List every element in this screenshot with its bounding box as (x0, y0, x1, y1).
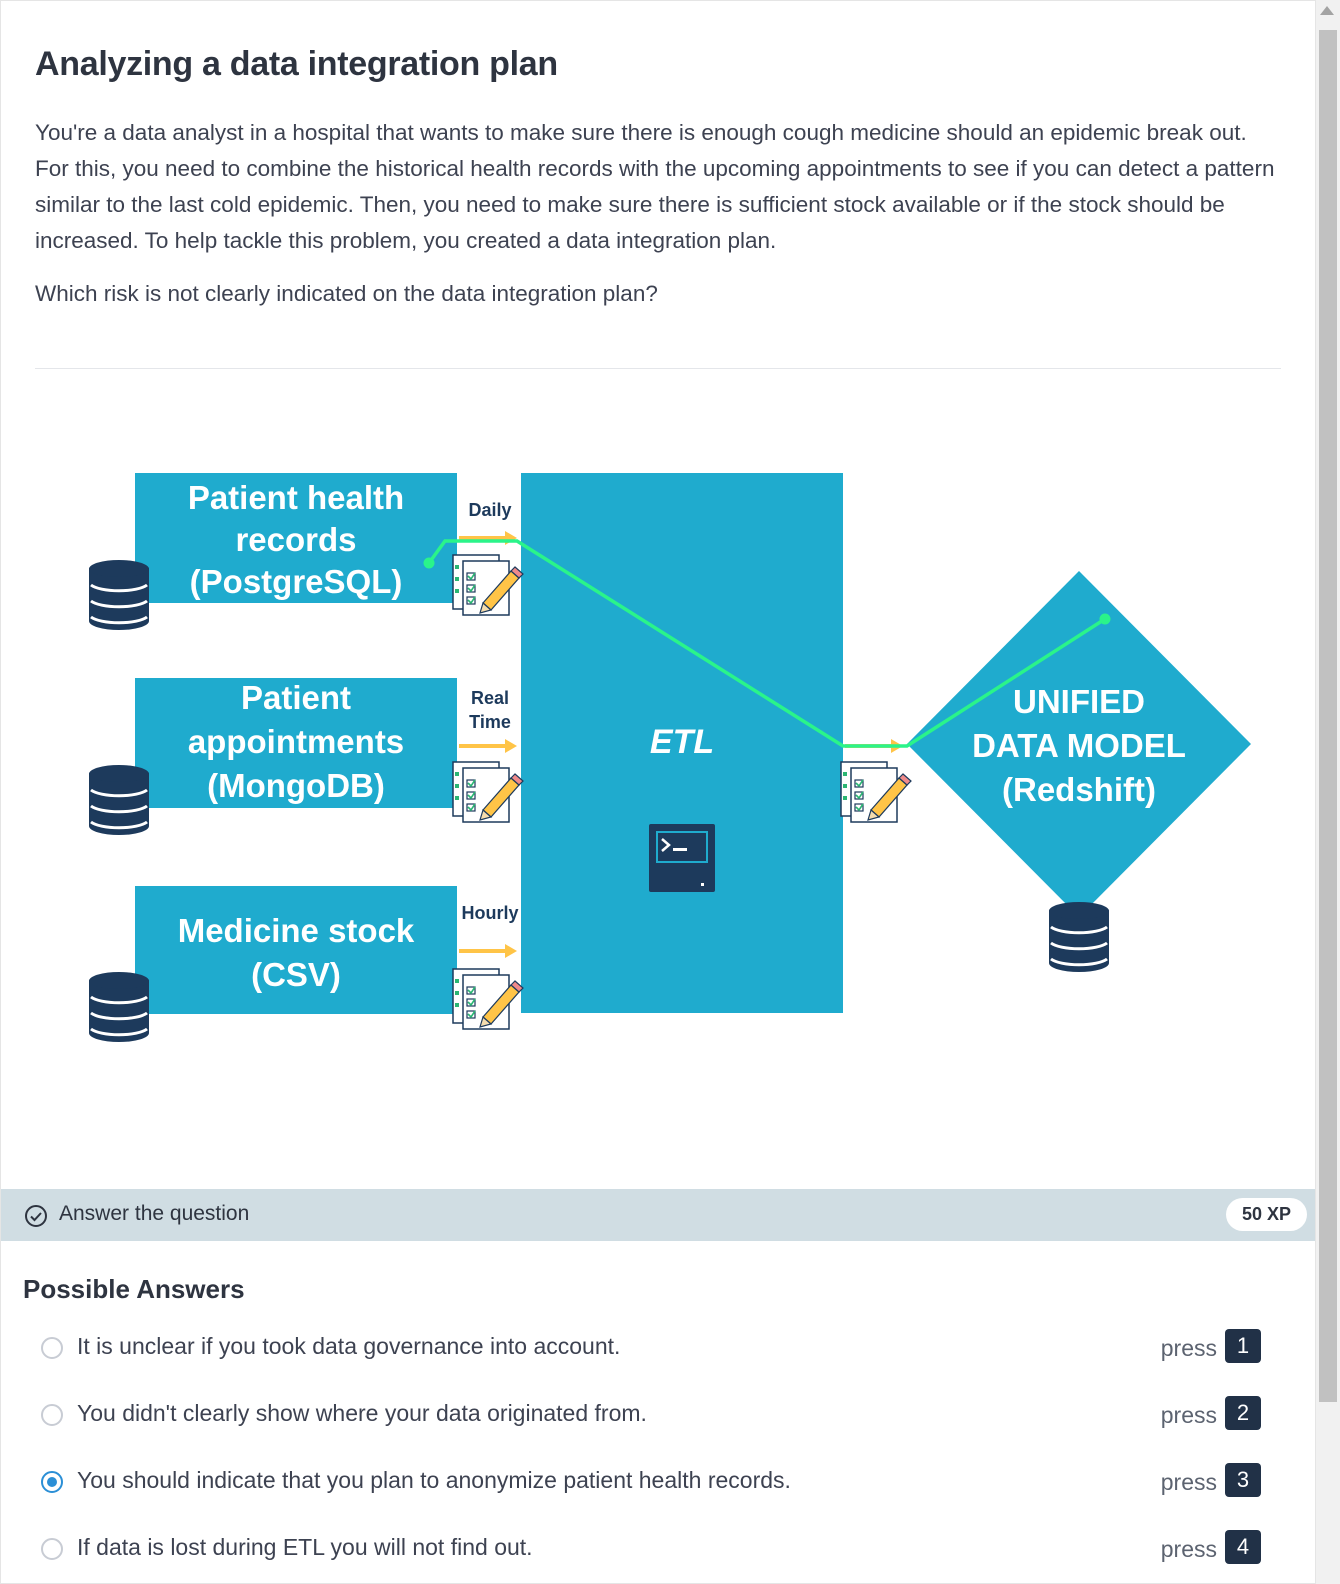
answer-option-2[interactable]: You didn't clearly show where your data … (41, 1396, 1281, 1436)
exercise-description: You're a data analyst in a hospital that… (35, 120, 1275, 253)
checklist-icon (452, 968, 524, 1030)
answer-text: You didn't clearly show where your data … (77, 1400, 647, 1426)
frequency-label: Real (471, 688, 509, 708)
arrow-icon (459, 531, 517, 545)
exercise-question: Which risk is not clearly indicated on t… (35, 281, 658, 306)
frequency-label: Time (469, 712, 511, 732)
arrow-icon (459, 944, 517, 958)
source-label: Patient (241, 679, 351, 716)
source-label: (CSV) (251, 956, 341, 993)
target-label: (Redshift) (1002, 771, 1156, 808)
source-box-appointments (135, 678, 457, 808)
checklist-icon (452, 761, 524, 823)
keyboard-shortcut-key: 3 (1225, 1463, 1261, 1497)
press-label: press (1160, 1469, 1217, 1495)
radio-button-selected[interactable] (41, 1471, 63, 1493)
database-icon (1047, 900, 1111, 974)
possible-answers-title: Possible Answers (23, 1274, 245, 1304)
answer-text: If data is lost during ETL you will not … (77, 1534, 533, 1560)
press-label: press (1160, 1335, 1217, 1361)
exercise-title: Analyzing a data integration plan (35, 45, 558, 83)
checklist-icon (452, 554, 524, 616)
source-label: records (235, 521, 356, 558)
divider (35, 368, 1281, 369)
press-label: press (1160, 1536, 1217, 1562)
source-label: (PostgreSQL) (190, 563, 403, 600)
answer-text: It is unclear if you took data governanc… (77, 1333, 621, 1359)
press-label: press (1160, 1402, 1217, 1428)
frequency-label: Hourly (461, 903, 518, 923)
checklist-icon (840, 761, 912, 823)
database-icon (87, 558, 151, 632)
xp-badge: 50 XP (1225, 1198, 1307, 1231)
lineage-end-dot (1099, 613, 1111, 625)
etl-label: ETL (650, 723, 714, 761)
frequency-label: Daily (468, 500, 511, 520)
lineage-line (427, 539, 1106, 748)
radio-button[interactable] (41, 1404, 63, 1426)
target-diamond (907, 571, 1251, 917)
lineage-start-dot (423, 557, 435, 569)
radio-button[interactable] (41, 1337, 63, 1359)
target-label: DATA MODEL (972, 727, 1186, 764)
scrollbar-thumb[interactable] (1319, 30, 1337, 1402)
data-integration-diagram: ETL Patient health records (PostgreSQL) … (87, 473, 1251, 1044)
check-circle-icon (25, 1205, 47, 1227)
arrow-icon (459, 739, 517, 753)
answer-bar: Answer the question 50 XP (1, 1189, 1315, 1241)
source-box-medicine-stock (135, 886, 457, 1014)
keyboard-shortcut-key: 2 (1225, 1396, 1261, 1430)
source-label: Patient health (188, 479, 404, 516)
answer-option-4[interactable]: If data is lost during ETL you will not … (41, 1530, 1281, 1570)
scroll-up-arrow-icon[interactable] (1320, 6, 1334, 15)
answer-option-1[interactable]: It is unclear if you took data governanc… (41, 1329, 1281, 1369)
terminal-icon (649, 824, 715, 892)
source-label: (MongoDB) (207, 767, 385, 804)
answer-text: You should indicate that you plan to ano… (77, 1467, 791, 1493)
answer-option-3[interactable]: You should indicate that you plan to ano… (41, 1463, 1281, 1503)
etl-box (521, 473, 843, 1013)
keyboard-shortcut-key: 1 (1225, 1329, 1261, 1363)
keyboard-shortcut-key: 4 (1225, 1530, 1261, 1564)
database-icon (87, 970, 151, 1044)
answer-bar-label: Answer the question (59, 1202, 250, 1225)
source-label: Medicine stock (178, 912, 415, 949)
radio-button[interactable] (41, 1538, 63, 1560)
target-label: UNIFIED (1013, 683, 1145, 720)
source-box-health-records (135, 473, 457, 603)
database-icon (87, 763, 151, 837)
source-label: appointments (188, 723, 404, 760)
